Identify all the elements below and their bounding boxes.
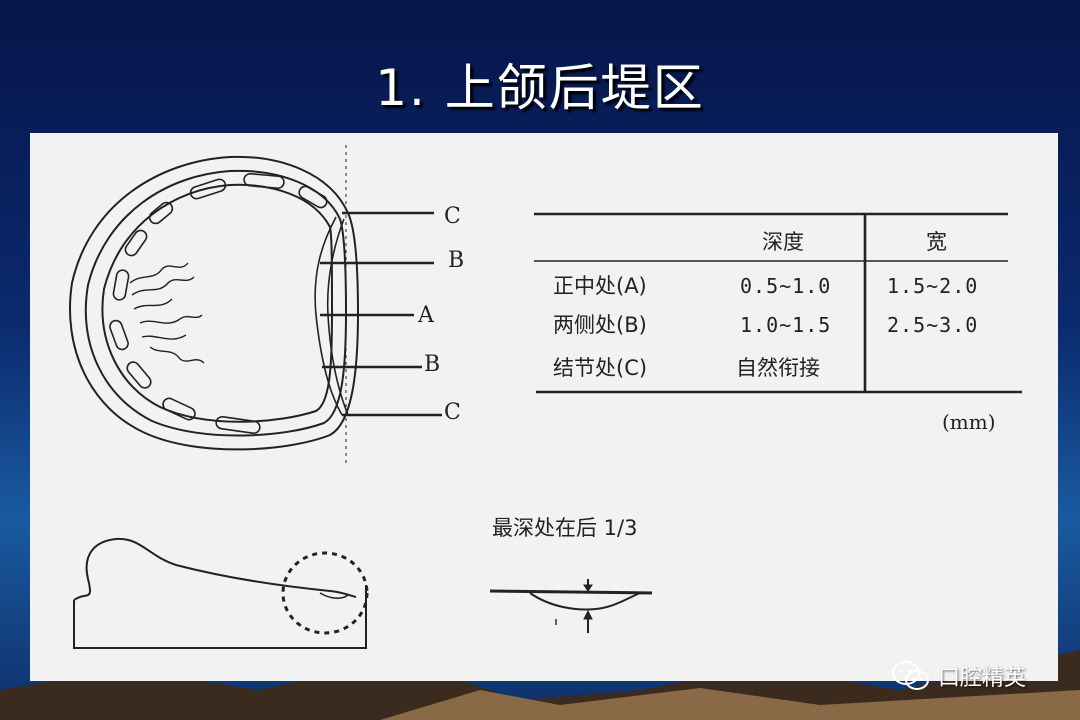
detail-depression-curve (529, 592, 641, 611)
content-panel: C B A B C 深度 宽 正中处(A) 0.5~1.0 1.5~2.0 两侧… (30, 133, 1058, 681)
palate-inner-outline (101, 183, 334, 423)
table-cell-depth: 0.5~1.0 (740, 274, 831, 298)
label-b-top: B (448, 248, 464, 273)
palate-middle-outline (84, 169, 348, 437)
label-b-bottom: B (424, 352, 440, 377)
watermark: 口腔精英 (892, 656, 1026, 696)
seal-outer-curve (314, 216, 343, 416)
palate-diagram (69, 145, 360, 463)
slide-title: 1. 上颌后堤区 (375, 59, 705, 117)
background-ridge (380, 688, 1080, 720)
table-header-depth: 深度 (762, 230, 804, 254)
table-row-label: 正中处(A) (553, 274, 647, 298)
measurement-table: 深度 宽 正中处(A) 0.5~1.0 1.5~2.0 两侧处(B) 1.0~1… (534, 212, 1022, 434)
table-cell-depth: 自然衔接 (736, 356, 820, 380)
table-row-label: 结节处(C) (553, 356, 647, 380)
table-cell-depth: 1.0~1.5 (740, 313, 831, 337)
label-c-bottom: C (444, 400, 461, 425)
table-header-width: 宽 (926, 230, 947, 254)
sagittal-section-diagram (73, 537, 369, 649)
detail-surface-line (489, 589, 653, 595)
detail-bottom-arrowhead (583, 609, 593, 620)
table-cell-width: 2.5~3.0 (887, 313, 978, 337)
palate-profile-line (73, 537, 367, 649)
alveolar-ridges (109, 172, 328, 435)
depth-caption: 最深处在后 1/3 (492, 516, 637, 540)
magnified-region-circle (281, 551, 369, 635)
palatal-rugae (129, 262, 205, 364)
detail-top-arrowhead (583, 584, 593, 592)
palate-outer-outline (69, 155, 360, 451)
table-unit: (mm) (942, 410, 996, 434)
wechat-icon (892, 661, 929, 690)
table-row-label: 两侧处(B) (553, 313, 647, 337)
table-cell-width: 1.5~2.0 (887, 274, 978, 298)
seal-depression (319, 592, 349, 599)
label-a: A (417, 303, 435, 328)
seal-detail-diagram (489, 579, 653, 633)
diagram-leaders (320, 211, 442, 417)
watermark-text: 口腔精英 (938, 666, 1027, 691)
background-mountains (0, 650, 1080, 720)
label-c-top: C (444, 204, 461, 229)
